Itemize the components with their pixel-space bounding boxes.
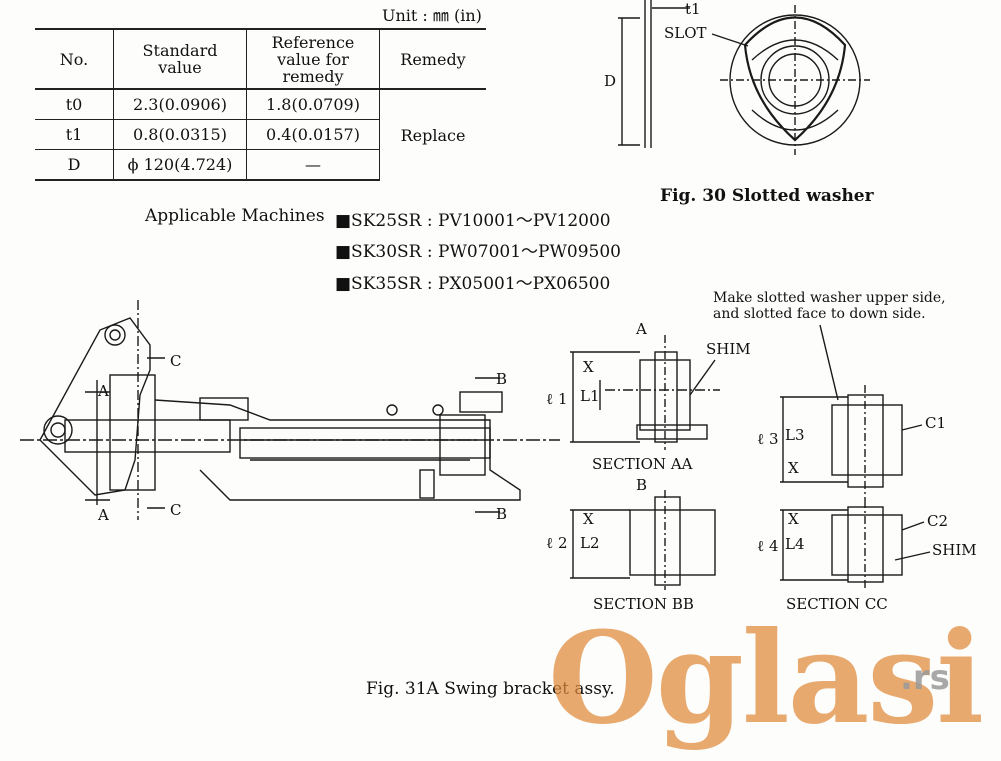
cell-standard: ϕ 120(4.724) [113,149,247,181]
label-x-cc-upper: X [788,459,799,477]
machine-sk30sr: ■SK30SR : PW07001～PW09500 [335,242,622,262]
label-c-bottom: C [170,501,182,519]
cell-standard: 0.8(0.0315) [113,119,247,150]
label-d: D [604,72,617,90]
unit-label: Unit : ㎜ (in) [382,6,482,25]
cell-no: D [35,149,114,181]
label-slot: SLOT [664,24,707,42]
label-l1: L1 [580,387,600,405]
header-standard-line2: value [158,58,202,77]
cell-standard: 2.3(0.0906) [113,88,247,120]
label-section-cc: SECTION CC [786,595,888,613]
table-row: t0 2.3(0.0906) 1.8(0.0709) Replace [35,88,486,180]
header-standard: Standard value [113,28,247,90]
label-a-top: A [98,382,109,400]
header-standard-line1: Standard [142,41,218,60]
label-l3: L3 [785,426,805,444]
header-reference-line2: value for [277,49,349,69]
table-row: t1 0.8(0.0315) 0.4(0.0157) [35,119,486,150]
cell-reference: 0.4(0.0157) [246,119,380,150]
cell-reference: 1.8(0.0709) [246,88,380,120]
header-remedy: Remedy [379,28,486,90]
cell-no: t0 [35,88,114,120]
section-cc-lower-drawing [780,500,931,590]
section-aa-drawing [570,335,720,450]
watermark-logo: Oglasi [548,604,984,752]
label-t1: t1 [685,0,701,18]
label-section-aa: SECTION AA [592,455,693,473]
label-section-bb: SECTION BB [593,595,694,613]
spec-table: No. Standard value Reference value for r… [35,28,486,181]
slotted-washer-front-view [711,5,870,155]
label-l2: L2 [580,534,600,552]
label-a-bottom: A [98,506,109,524]
cell-remedy: Replace [379,88,486,180]
header-reference: Reference value for remedy [246,28,380,90]
label-c1: C1 [925,414,947,432]
label-shim-aa: SHIM [706,340,751,358]
fig31a-caption: Fig. 31A Swing bracket assy. [366,679,615,699]
swing-bracket-assembly-view [20,300,560,520]
label-ell4: ℓ 4 [757,537,779,555]
header-reference-line3: remedy [282,66,344,86]
label-b-top: B [496,370,508,388]
table-row: D ϕ 120(4.724) — [35,149,486,181]
label-ell2: ℓ 2 [546,534,568,552]
label-x-cc-lower: X [788,510,799,528]
table-header-row: No. Standard value Reference value for r… [35,28,486,90]
header-reference-line1: Reference [271,32,355,52]
machine-sk25sr: ■SK25SR : PV10001～PV12000 [335,211,611,231]
label-ell1: ℓ 1 [546,390,568,408]
section-bb-drawing [570,490,716,590]
machine-sk35sr: ■SK35SR : PX05001～PX06500 [335,274,611,294]
section-cc-upper-drawing [780,324,923,500]
label-shim-cc: SHIM [932,541,977,559]
cell-reference: — [246,149,380,181]
label-c2: C2 [927,512,949,530]
assembly-note-line1: Make slotted washer upper side, [713,290,946,306]
label-section-a: A [636,320,647,338]
cell-no: t1 [35,119,114,150]
fig30-caption: Fig. 30 Slotted washer [660,186,874,206]
assembly-note-line2: and slotted face to down side. [713,306,926,322]
label-b-bottom: B [496,505,508,523]
label-section-b: B [636,476,648,494]
watermark-suffix: .rs [900,658,950,698]
header-no: No. [35,28,114,90]
label-x-bb: X [583,510,594,528]
slotted-washer-side-view [618,0,690,148]
label-c-top: C [170,352,182,370]
label-l4: L4 [785,535,805,553]
label-x-aa: X [583,358,594,376]
applicable-label: Applicable Machines [145,206,325,226]
label-ell3: ℓ 3 [757,430,779,448]
